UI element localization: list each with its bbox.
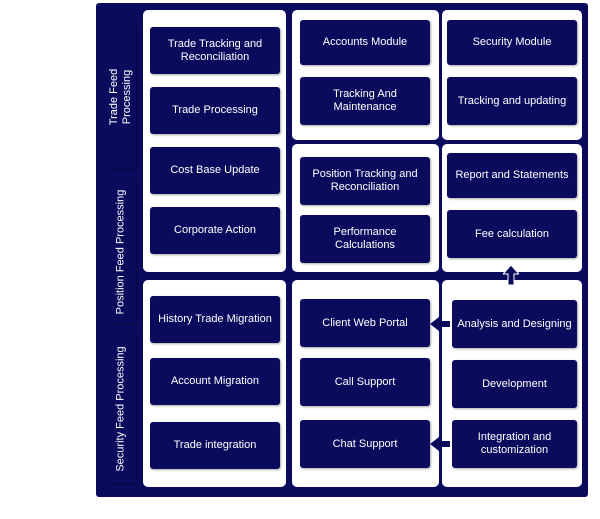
integration-and-customization-box: Integration and customization (452, 420, 577, 468)
call-support-box: Call Support (300, 358, 430, 406)
up-arrow-icon (503, 265, 519, 285)
fee-calculation-box: Fee calculation (447, 210, 577, 258)
performance-calculations-box: Performance Calculations (300, 215, 430, 263)
security-feed-processing-label: Security Feed Processing (114, 346, 127, 472)
development-box: Development (452, 360, 577, 408)
accounts-module-box: Accounts Module (300, 20, 430, 65)
trade-feed-processing-box: Trade Feed Processing (106, 24, 136, 169)
trade-tracking-box: Trade Tracking and Reconciliation (150, 27, 280, 74)
account-migration-box: Account Migration (150, 358, 280, 405)
chat-support-box: Chat Support (300, 420, 430, 468)
corporate-action-box: Corporate Action (150, 207, 280, 254)
security-module-box: Security Module (447, 20, 577, 65)
tracking-and-maintenance-box: Tracking And Maintenance (300, 77, 430, 125)
security-feed-processing-box: Security Feed Processing (106, 335, 136, 483)
client-web-portal-box: Client Web Portal (300, 299, 430, 347)
report-and-statements-box: Report and Statements (447, 153, 577, 198)
history-trade-migration-box: History Trade Migration (150, 296, 280, 343)
trade-integration-box: Trade integration (150, 422, 280, 469)
tracking-and-updating-box: Tracking and updating (447, 77, 577, 125)
left-arrow-icon (430, 317, 450, 331)
trade-processing-box: Trade Processing (150, 87, 280, 134)
analysis-and-designing-box: Analysis and Designing (452, 300, 577, 348)
position-tracking-box: Position Tracking and Reconciliation (300, 157, 430, 205)
left-arrow-icon (430, 437, 450, 451)
position-feed-processing-box: Position Feed Processing (106, 179, 136, 324)
cost-base-update-box: Cost Base Update (150, 147, 280, 194)
